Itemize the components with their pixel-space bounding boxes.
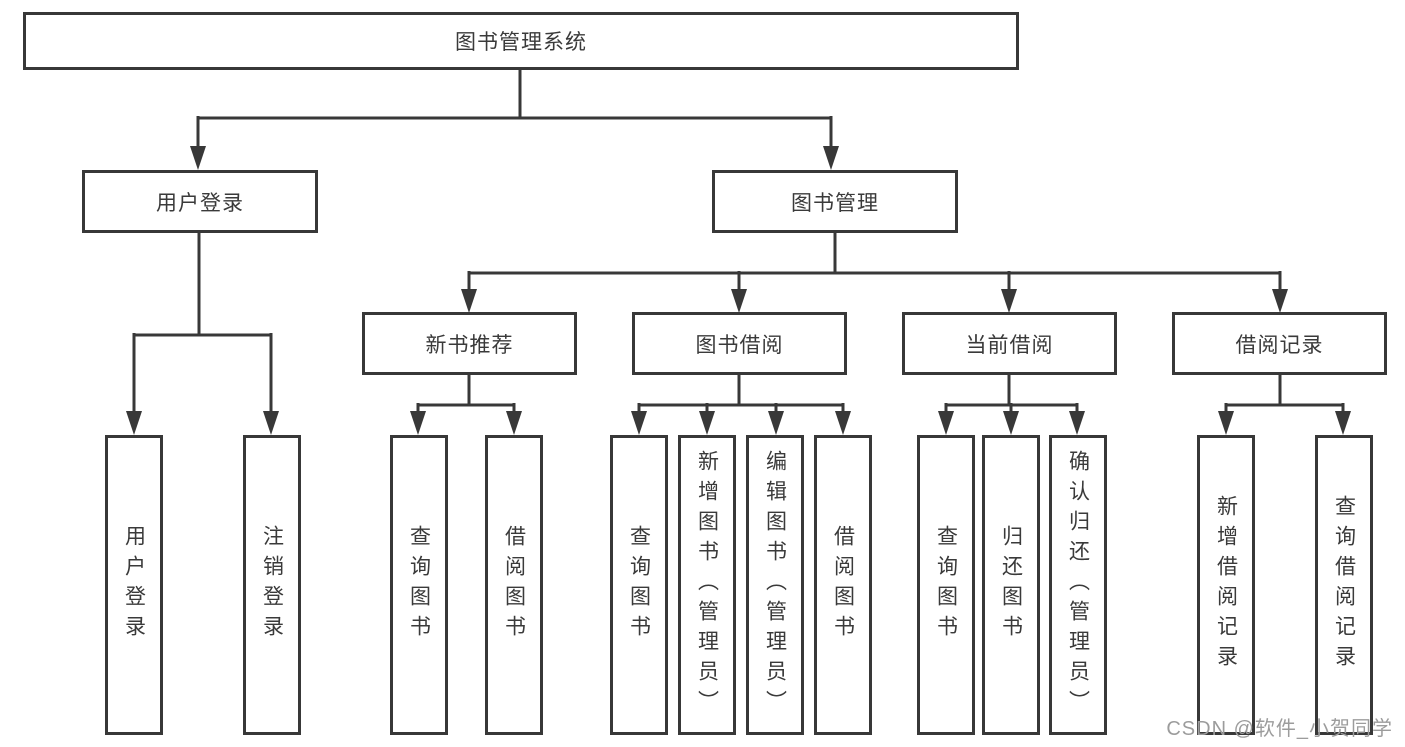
node-query-borrow-record: 查询借阅记录 <box>1315 435 1373 735</box>
node-borrow-records: 借阅记录 <box>1172 312 1387 375</box>
node-query-books-recommend: 查询图书 <box>390 435 448 735</box>
node-label: 新增借阅记录 <box>1214 495 1238 675</box>
node-label: 图书借阅 <box>695 333 784 357</box>
node-edit-book-admin: 编辑图书（管理员） <box>746 435 804 735</box>
node-borrow-book-recommend: 借阅图书 <box>485 435 543 735</box>
node-confirm-return-admin: 确认归还（管理员） <box>1049 435 1107 735</box>
node-library-management-system: 图书管理系统 <box>23 12 1019 70</box>
node-current-borrow: 当前借阅 <box>902 312 1117 375</box>
node-book-borrow: 图书借阅 <box>632 312 847 375</box>
node-user-login-action: 用户登录 <box>105 435 163 735</box>
node-label: 查询图书 <box>627 525 651 645</box>
node-user-login: 用户登录 <box>82 170 318 233</box>
node-label: 图书管理 <box>791 191 879 215</box>
node-book-management: 图书管理 <box>712 170 958 233</box>
node-label: 当前借阅 <box>965 333 1054 357</box>
node-label: 确认归还（管理员） <box>1066 450 1090 720</box>
node-query-books-borrow: 查询图书 <box>610 435 668 735</box>
node-label: 用户登录 <box>156 191 244 215</box>
node-label: 图书管理系统 <box>455 31 587 54</box>
node-borrow-book: 借阅图书 <box>814 435 872 735</box>
csdn-watermark: CSDN @软件_小贺同学 <box>1166 718 1393 740</box>
node-query-books-current: 查询图书 <box>917 435 975 735</box>
node-logout-action: 注销登录 <box>243 435 301 735</box>
node-label: 新增图书（管理员） <box>695 450 719 720</box>
node-label: 注销登录 <box>260 525 284 645</box>
node-label: 借阅记录 <box>1235 333 1324 357</box>
node-label: 借阅图书 <box>831 525 855 645</box>
node-label: 查询图书 <box>407 525 431 645</box>
node-label: 归还图书 <box>999 525 1023 645</box>
node-label: 编辑图书（管理员） <box>763 450 787 720</box>
node-label: 查询借阅记录 <box>1332 495 1356 675</box>
node-label: 查询图书 <box>934 525 958 645</box>
node-add-borrow-record: 新增借阅记录 <box>1197 435 1255 735</box>
node-label: 新书推荐 <box>425 333 514 357</box>
node-label: 用户登录 <box>122 525 146 645</box>
node-add-book-admin: 新增图书（管理员） <box>678 435 736 735</box>
node-new-book-recommend: 新书推荐 <box>362 312 577 375</box>
node-label: 借阅图书 <box>502 525 526 645</box>
node-return-book: 归还图书 <box>982 435 1040 735</box>
